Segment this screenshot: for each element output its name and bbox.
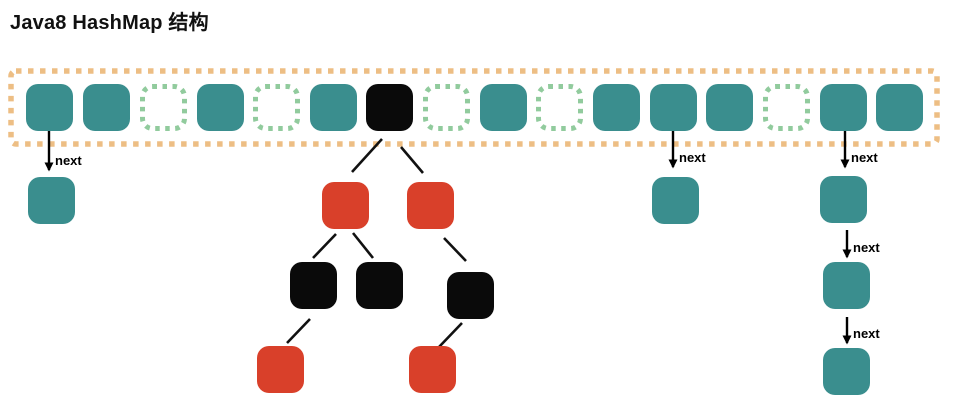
tree-black-2 [356, 262, 403, 309]
bucket-cell-9-empty [536, 84, 583, 131]
bucket-cell-1-filled [83, 84, 130, 131]
tree-red-right [407, 182, 454, 229]
bucket-cell-0-filled [26, 84, 73, 131]
bucket-cell-8-filled [480, 84, 527, 131]
diagram-title: Java8 HashMap 结构 [10, 12, 209, 34]
tree-red-leaf-1 [257, 346, 304, 393]
chain-node-1 [820, 176, 867, 223]
next-label: next [679, 150, 706, 165]
bucket-cell-13-empty [763, 84, 810, 131]
tree-black-3 [447, 272, 494, 319]
tree-edge [351, 138, 383, 173]
bucket-cell-3-filled [197, 84, 244, 131]
tree-edge [286, 318, 311, 344]
next-label: next [853, 326, 880, 341]
next-label: next [55, 153, 82, 168]
tree-red-left [322, 182, 369, 229]
next-label: next [851, 150, 878, 165]
bucket-cell-4-empty [253, 84, 300, 131]
bucket-array-border [8, 68, 940, 147]
bucket-cell-14-filled [820, 84, 867, 131]
bucket-cell-7-empty [423, 84, 470, 131]
tree-edge [312, 233, 337, 259]
bucket-cell-6-treeified [366, 84, 413, 131]
bucket-cell-10-filled [593, 84, 640, 131]
bucket-cell-15-filled [876, 84, 923, 131]
tree-edge [351, 232, 375, 259]
bucket-cell-12-filled [706, 84, 753, 131]
tree-black-1 [290, 262, 337, 309]
bucket-cell-5-filled [310, 84, 357, 131]
tree-red-leaf-2 [409, 346, 456, 393]
next-label: next [853, 240, 880, 255]
tree-edge [438, 322, 463, 348]
tree-edge [443, 237, 467, 262]
chain-node-3 [823, 348, 870, 395]
bucket-cell-11-filled [650, 84, 697, 131]
chain-node-2 [823, 262, 870, 309]
tree-edge [400, 146, 424, 174]
list-node-bucket0 [28, 177, 75, 224]
bucket-cell-2-empty [140, 84, 187, 131]
list-node-bucket11 [652, 177, 699, 224]
